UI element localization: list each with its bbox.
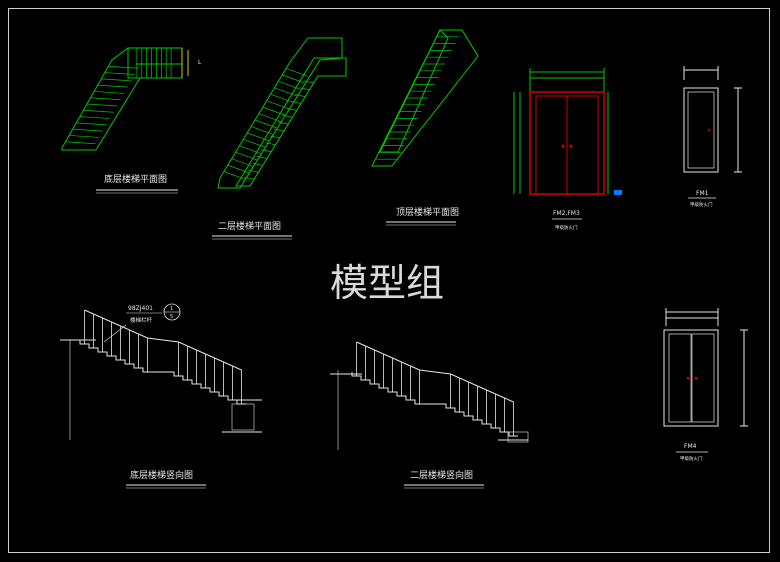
ground-stair-plan[interactable]: L (61, 47, 202, 151)
second-elev-title: 二层楼梯竖向图 (410, 469, 473, 481)
door-fm4[interactable] (663, 308, 748, 427)
watermark-text: 模型组 (330, 261, 444, 305)
svg-text:98ZJ401: 98ZJ401 (128, 305, 153, 312)
ground-elev-title: 底层楼梯竖向图 (130, 469, 193, 481)
top-stair-plan[interactable] (371, 29, 479, 167)
door-fm2-caption: 甲级防火门 (555, 224, 578, 231)
door-fm1[interactable] (683, 66, 742, 173)
svg-text:1: 1 (170, 306, 173, 312)
door-fm1-caption: 甲级防火门 (690, 201, 713, 208)
door-fm2-label: FM2,FM3 (553, 210, 580, 217)
ground-stair-elevation[interactable] (60, 309, 262, 440)
second-stair-plan[interactable] (217, 37, 347, 189)
door-fm1-label: FM1 (696, 190, 709, 197)
second-stair-elevation[interactable] (330, 341, 529, 450)
second-plan-title: 二层楼梯平面图 (218, 220, 281, 232)
drawing-border (8, 8, 770, 553)
svg-text:L: L (198, 59, 202, 66)
callout-bubble: 98ZJ401 楼梯栏杆 1 5 (103, 303, 181, 343)
top-plan-title: 顶层楼梯平面图 (396, 206, 459, 218)
door-fm4-label: FM4 (684, 443, 697, 450)
svg-text:5: 5 (170, 314, 173, 320)
door-fm2-fm3[interactable] (513, 68, 622, 195)
svg-text:楼梯栏杆: 楼梯栏杆 (130, 316, 153, 324)
door-fm4-caption: 甲级防火门 (680, 455, 703, 462)
ground-plan-title: 底层楼梯平面图 (104, 173, 167, 185)
